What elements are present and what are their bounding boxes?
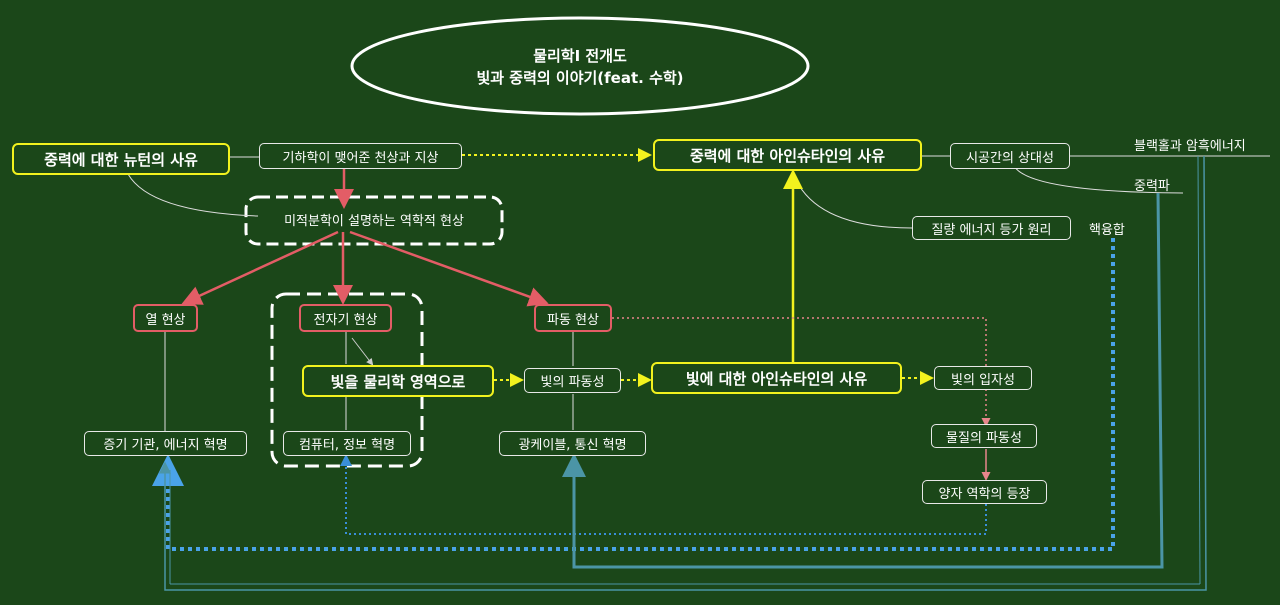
node-light-physics[interactable]: 빛을 물리학 영역으로 [302, 365, 494, 397]
node-light-wave[interactable]: 빛의 파동성 [524, 368, 621, 393]
title: 물리학Ⅰ 전개도 빛과 중력의 이야기(feat. 수학) [352, 22, 808, 112]
quantum-to-computer-dotted [340, 454, 987, 535]
node-em[interactable]: 전자기 현상 [299, 304, 392, 332]
thin-connectors [127, 155, 1270, 434]
node-einstein-gravity[interactable]: 중력에 대한 아인슈타인의 사유 [653, 139, 922, 171]
node-steam[interactable]: 증기 기관, 에너지 혁명 [84, 431, 247, 456]
node-quantum[interactable]: 양자 역학의 등장 [922, 480, 1047, 504]
node-heat[interactable]: 열 현상 [133, 304, 198, 332]
node-einstein-light[interactable]: 빛에 대한 아인슈타인의 사유 [651, 362, 902, 394]
red-arrows [181, 168, 549, 307]
node-geometry[interactable]: 기하학이 맺어준 천상과 지상 [259, 143, 462, 169]
calculus-dashed-frame [244, 195, 504, 246]
node-newton[interactable]: 중력에 대한 뉴턴의 사유 [12, 143, 230, 175]
blackhole-double-line [1197, 155, 1201, 585]
title-line-1: 물리학Ⅰ 전개도 [533, 47, 627, 65]
title-ellipse [350, 16, 810, 116]
node-grav-wave: 중력파 [1134, 179, 1170, 194]
node-mass-energy[interactable]: 질량 에너지 등가 원리 [912, 216, 1071, 240]
em-to-light-arrow [351, 337, 374, 366]
node-spacetime[interactable]: 시공간의 상대성 [950, 143, 1070, 169]
node-calculus[interactable]: 미적분학이 설명하는 역학적 현상 [284, 213, 464, 229]
gravwave-to-fiber-line [562, 192, 1164, 569]
node-wave[interactable]: 파동 현상 [534, 304, 612, 332]
fusion-to-steam-dotted [152, 238, 1115, 551]
node-particle[interactable]: 빛의 입자성 [934, 366, 1032, 390]
node-matter-wave[interactable]: 물질의 파동성 [931, 424, 1037, 448]
node-blackhole: 블랙홀과 암흑에너지 [1134, 139, 1246, 154]
node-fusion: 핵융합 [1089, 223, 1125, 238]
blackhole-to-steam-line [159, 155, 1207, 591]
node-fiber[interactable]: 광케이블, 통신 혁명 [499, 431, 646, 456]
title-line-2: 빛과 중력의 이야기(feat. 수학) [476, 69, 684, 87]
node-computer[interactable]: 컴퓨터, 정보 혁명 [283, 431, 411, 456]
